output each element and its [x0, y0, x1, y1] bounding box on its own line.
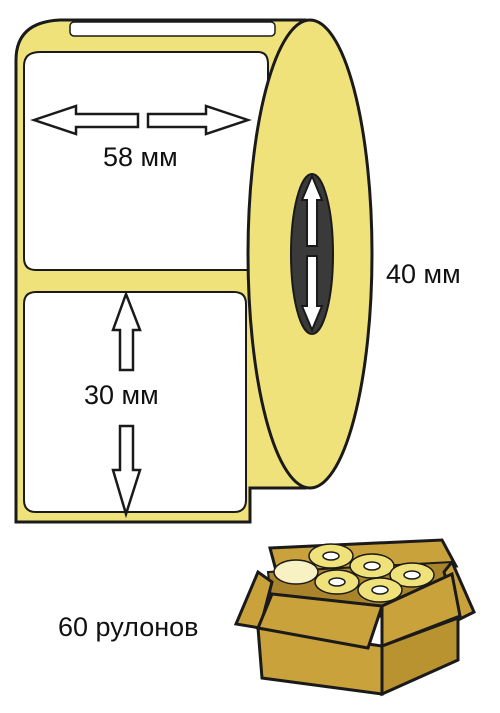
rolls-inside [273, 543, 435, 603]
diameter-arrow [300, 173, 324, 333]
lower-label [23, 291, 247, 513]
height-arrow [111, 290, 142, 519]
top-label-edge [69, 21, 276, 37]
height-label: 30 мм [84, 380, 159, 410]
label-roll-icon [14, 18, 374, 524]
box-side-flap [380, 571, 462, 649]
diameter-label: 40 мм [386, 259, 461, 289]
width-arrow [30, 104, 252, 136]
box-of-rolls-icon [233, 538, 476, 697]
box-front-flap [255, 592, 385, 650]
rolls-count-label: 60 рулонов [58, 612, 199, 642]
width-label: 58 мм [103, 142, 178, 172]
